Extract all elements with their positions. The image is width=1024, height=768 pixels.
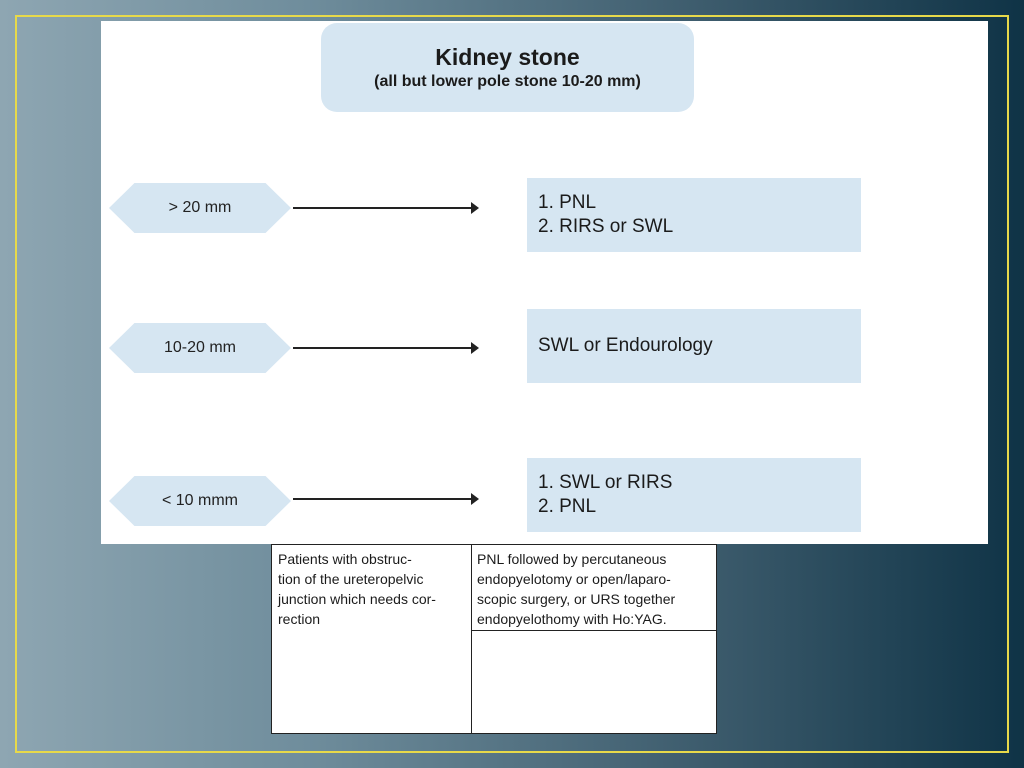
title-box: Kidney stone (all but lower pole stone 1… bbox=[321, 23, 694, 112]
table-excerpt: Patients with obstruc- tion of the urete… bbox=[271, 544, 717, 734]
title-subtitle: (all but lower pole stone 10-20 mm) bbox=[374, 72, 641, 90]
arrow-connector bbox=[293, 202, 479, 214]
result-box-under-10mm: 1. SWL or RIRS 2. PNL bbox=[527, 458, 861, 532]
table-text-line: Patients with obstruc- bbox=[278, 551, 412, 567]
table-text-line: scopic surgery, or URS together bbox=[477, 591, 676, 607]
size-hexagon-under-10mm: < 10 mmm bbox=[109, 476, 291, 526]
size-label: 10-20 mm bbox=[163, 339, 237, 356]
result-line: 2. RIRS or SWL bbox=[538, 216, 674, 237]
result-line: SWL or Endourology bbox=[538, 335, 713, 356]
result-box-over-20mm: 1. PNL 2. RIRS or SWL bbox=[527, 178, 861, 252]
size-hexagon-over-20mm: > 20 mm bbox=[109, 183, 291, 233]
table-text-line: rection bbox=[278, 611, 321, 627]
size-hexagon-10-20mm: 10-20 mm bbox=[109, 323, 291, 373]
size-label: < 10 mmm bbox=[161, 492, 238, 509]
table-text-line: junction which needs cor- bbox=[278, 591, 436, 607]
table-text-line: tion of the ureteropelvic bbox=[278, 571, 424, 587]
result-line: 1. PNL bbox=[538, 192, 597, 213]
table-text-line: endopyelotomy or open/laparo- bbox=[477, 571, 671, 587]
result-line: 1. SWL or RIRS bbox=[538, 472, 673, 493]
title-main: Kidney stone bbox=[435, 43, 580, 70]
table-cell-right: PNL followed by percutaneous endopyeloto… bbox=[477, 549, 713, 629]
size-label: > 20 mm bbox=[168, 199, 232, 216]
diagram-panel: Kidney stone (all but lower pole stone 1… bbox=[101, 21, 988, 544]
table-text-line: PNL followed by percutaneous bbox=[477, 551, 667, 567]
table-column-divider bbox=[471, 545, 472, 733]
result-line: 2. PNL bbox=[538, 496, 597, 517]
table-row-divider bbox=[471, 630, 716, 631]
table-text-line: endopyelothomy with Ho:YAG. bbox=[477, 611, 667, 627]
slide-frame bbox=[15, 15, 1009, 753]
result-box-10-20mm: SWL or Endourology bbox=[527, 309, 861, 383]
table-cell-left: Patients with obstruc- tion of the urete… bbox=[278, 549, 466, 629]
arrow-connector bbox=[293, 493, 479, 505]
arrow-connector bbox=[293, 342, 479, 354]
